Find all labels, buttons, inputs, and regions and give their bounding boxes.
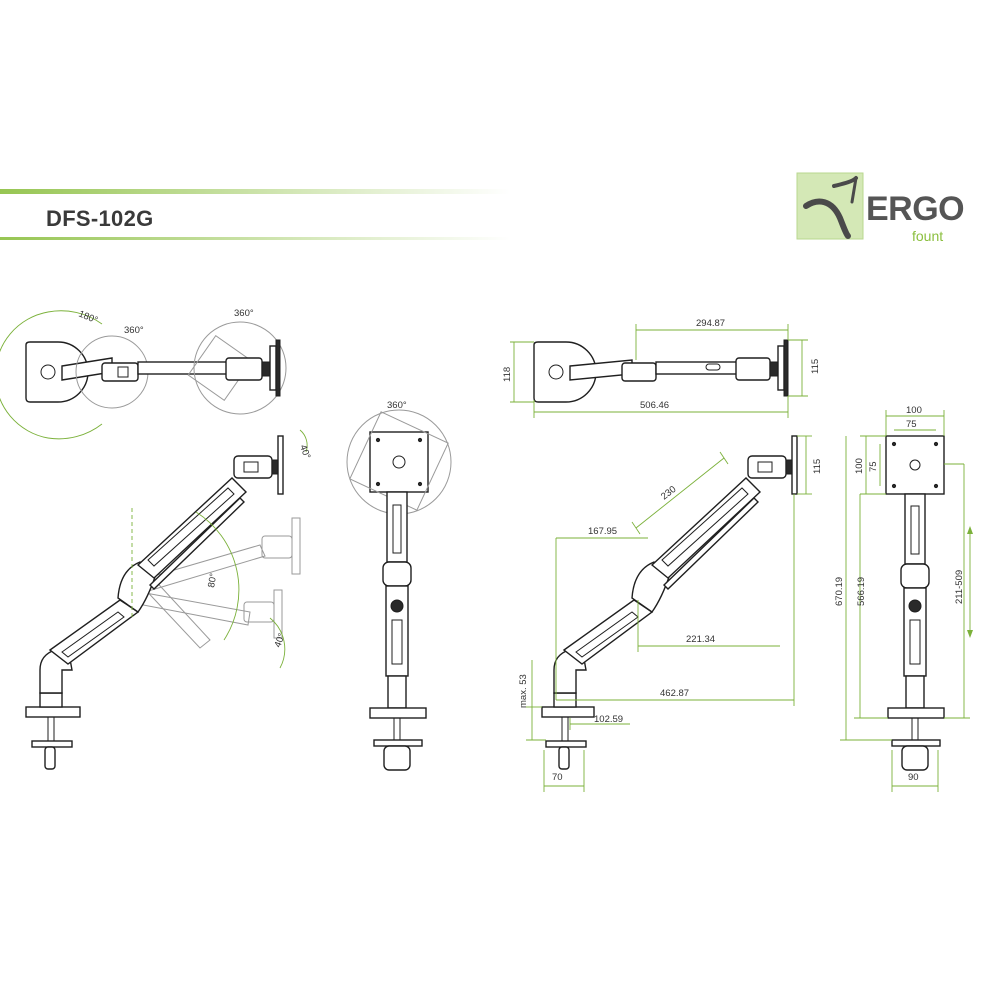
brand-name: ERGO (866, 190, 965, 228)
dim-total-length: 506.46 (640, 400, 669, 411)
side-view: 40° 80° 40° (25, 429, 312, 770)
front-view-left: 360° (346, 400, 452, 771)
dim-vesa-outer-height: 100 (854, 458, 865, 474)
dim-extension: 294.87 (696, 318, 725, 329)
dim-upper-arm: 230 (659, 484, 678, 502)
dim-vesa-inner-height: 75 (868, 461, 879, 472)
dim-max-reach: 462.87 (660, 688, 689, 699)
label-arm-range: 80° (206, 572, 219, 588)
header-band-bottom (0, 237, 510, 240)
label-rotation-360-front: 360° (387, 400, 407, 411)
brand-subname: fount (912, 228, 944, 244)
label-rotation-360-joint: 360° (124, 325, 144, 336)
dim-clamp-width: 70 (552, 772, 563, 783)
front-view-dimensioned: 100 75 100 75 670.19 566.19 211-509 (834, 405, 973, 792)
dim-plate-height-top: 115 (810, 359, 821, 374)
dim-vesa-inner-width: 75 (906, 419, 917, 430)
label-rotation-360-head: 360° (234, 308, 254, 319)
dim-vesa-outer-width: 100 (906, 405, 922, 416)
ergofount-logo-icon (796, 172, 864, 240)
dim-pole-height: 566.19 (856, 577, 867, 606)
label-tilt-up: 40° (297, 443, 312, 460)
side-view-dimensioned: 115 230 167.95 221.34 462.87 max. 53 102… (518, 435, 823, 792)
dim-total-height: 670.19 (834, 577, 845, 606)
dim-upper-reach: 167.95 (588, 526, 617, 537)
dim-clamp-max: max. 53 (518, 674, 529, 708)
dim-lower-reach: 221.34 (686, 634, 715, 645)
top-view: 180° 360° 360° (0, 308, 287, 440)
dim-base-offset: 102.59 (594, 714, 623, 725)
dim-arm-height: 118 (502, 367, 513, 382)
header-band-top (0, 189, 510, 194)
top-view-dimensioned: 294.87 506.46 118 115 (502, 318, 821, 418)
dim-height-range: 211-509 (954, 570, 965, 604)
dim-base-width: 90 (908, 772, 919, 783)
label-tilt-down: 40° (272, 632, 287, 649)
model-title: DFS-102G (46, 206, 154, 231)
label-rotation-180: 180° (77, 309, 100, 327)
dim-plate-height-side: 115 (812, 459, 823, 474)
